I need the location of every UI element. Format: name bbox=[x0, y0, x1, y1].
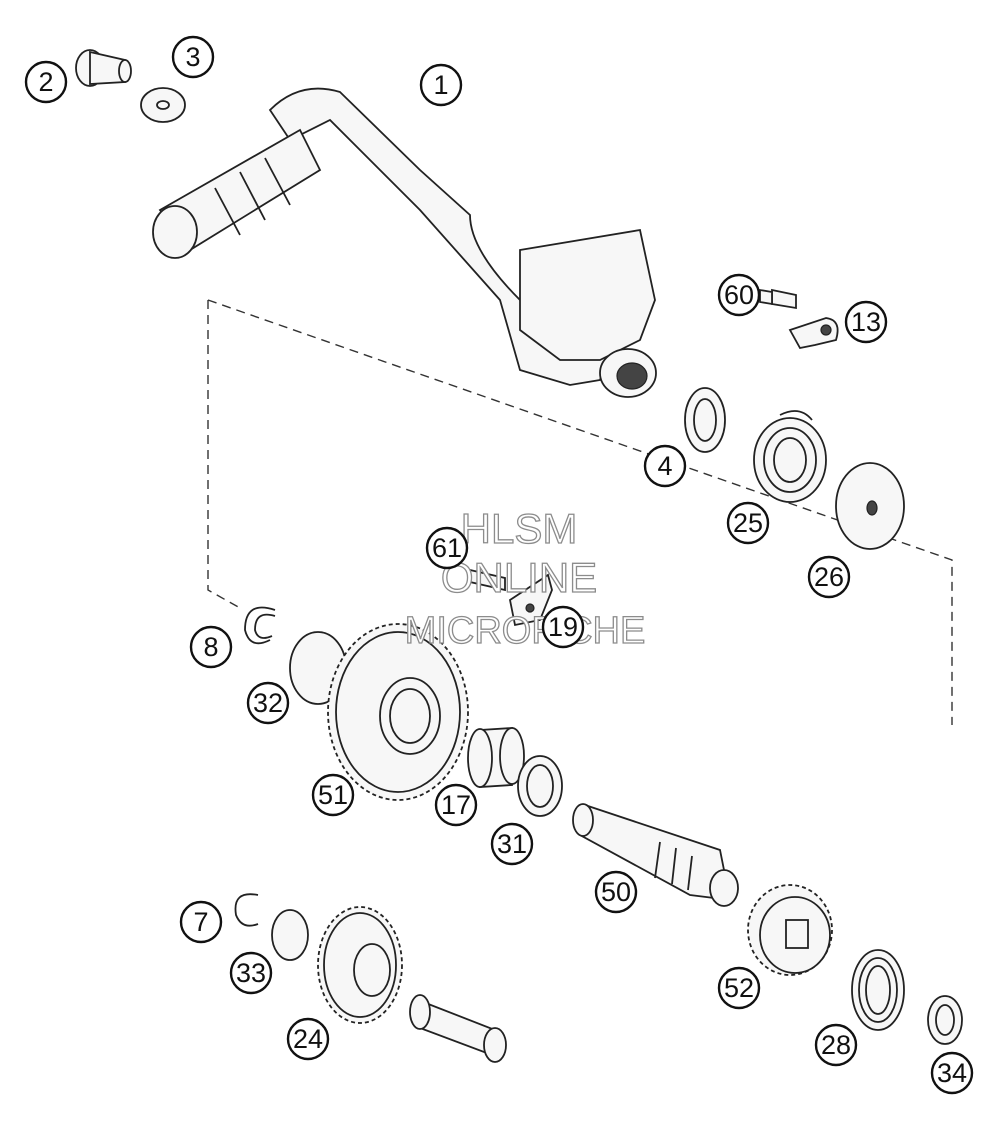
callout-2: 2 bbox=[24, 60, 68, 104]
idler-shaft-part bbox=[409, 994, 507, 1063]
shaft-washer-part bbox=[517, 755, 563, 817]
torsion-spring-part bbox=[753, 410, 827, 503]
callout-label: 17 bbox=[441, 790, 471, 820]
ratchet-gear-part bbox=[747, 884, 833, 976]
callout-label: 31 bbox=[497, 829, 527, 859]
watermark-line-1: HLSM bbox=[461, 505, 578, 552]
callout-7: 7 bbox=[179, 900, 223, 944]
callout-label: 33 bbox=[236, 958, 266, 988]
bolt-part bbox=[759, 288, 797, 310]
callout-label: 61 bbox=[432, 533, 462, 563]
callout-28: 28 bbox=[814, 1023, 858, 1067]
pivot-washer-part bbox=[140, 87, 186, 123]
bracket-part bbox=[788, 317, 839, 350]
small-bolt-part bbox=[469, 568, 506, 592]
callout-1: 1 bbox=[419, 63, 463, 107]
callout-label: 32 bbox=[253, 688, 283, 718]
kick-gear-part bbox=[327, 623, 469, 801]
ratchet-spring-part bbox=[851, 949, 905, 1031]
small-washer-part bbox=[271, 909, 309, 961]
end-washer-part bbox=[927, 995, 963, 1045]
callout-label: 26 bbox=[814, 562, 844, 592]
callout-33: 33 bbox=[229, 951, 273, 995]
callout-label: 2 bbox=[38, 67, 53, 97]
idler-gear-part bbox=[317, 906, 403, 1024]
callout-31: 31 bbox=[490, 822, 534, 866]
callout-24: 24 bbox=[286, 1017, 330, 1061]
callout-label: 13 bbox=[851, 307, 881, 337]
callout-60: 60 bbox=[717, 273, 761, 317]
callout-label: 28 bbox=[821, 1030, 851, 1060]
callout-label: 1 bbox=[433, 70, 448, 100]
callout-label: 4 bbox=[657, 451, 672, 481]
callout-label: 51 bbox=[318, 780, 348, 810]
watermark-line-2: ONLINE bbox=[441, 554, 597, 601]
circlip-part bbox=[244, 606, 276, 645]
callout-32: 32 bbox=[246, 681, 290, 725]
callout-label: 19 bbox=[548, 612, 578, 642]
callout-19: 19 bbox=[541, 605, 585, 649]
callout-50: 50 bbox=[594, 870, 638, 914]
washer-part bbox=[684, 387, 726, 453]
callout-61: 61 bbox=[425, 526, 469, 570]
callout-label: 34 bbox=[937, 1058, 967, 1088]
small-circlip-part bbox=[234, 893, 259, 927]
callout-label: 24 bbox=[293, 1024, 323, 1054]
pivot-pin-part bbox=[75, 49, 132, 87]
guide-plate-part bbox=[508, 573, 553, 627]
callout-25: 25 bbox=[726, 501, 770, 545]
callout-3: 3 bbox=[171, 35, 215, 79]
assembly-guide-line bbox=[207, 299, 953, 725]
callout-label: 25 bbox=[733, 508, 763, 538]
callout-51: 51 bbox=[311, 773, 355, 817]
callout-label: 50 bbox=[601, 877, 631, 907]
callout-17: 17 bbox=[434, 783, 478, 827]
spring-plate-part bbox=[835, 462, 905, 550]
callout-label: 7 bbox=[193, 907, 208, 937]
kick-shaft-part bbox=[572, 803, 739, 907]
callout-13: 13 bbox=[844, 300, 888, 344]
watermark: HLSM ONLINE MICROFICHE bbox=[404, 504, 646, 652]
callout-label: 8 bbox=[203, 632, 218, 662]
callout-label: 3 bbox=[185, 42, 200, 72]
callout-8: 8 bbox=[189, 625, 233, 669]
watermark-line-3: MICROFICHE bbox=[405, 610, 646, 652]
callout-26: 26 bbox=[807, 555, 851, 599]
callout-label: 52 bbox=[724, 973, 754, 1003]
callout-label: 60 bbox=[724, 280, 754, 310]
kick-lever-part bbox=[152, 87, 657, 398]
callout-34: 34 bbox=[930, 1051, 974, 1095]
callout-4: 4 bbox=[643, 444, 687, 488]
callout-52: 52 bbox=[717, 966, 761, 1010]
needle-bearing-part bbox=[467, 727, 525, 788]
